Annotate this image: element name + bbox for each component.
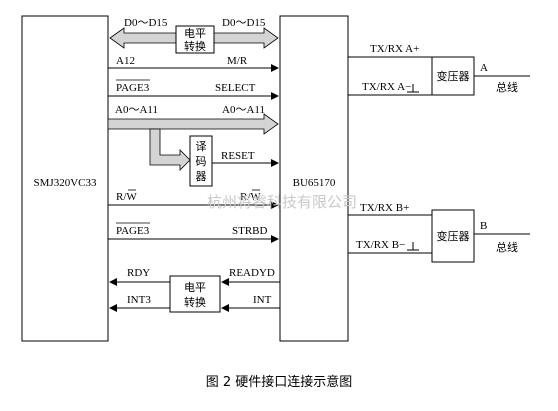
txrx-b-plus-label: TX/RX B+: [360, 202, 409, 214]
transformer-a-label: 变压器: [437, 69, 470, 83]
mr-label: M/R: [227, 55, 248, 67]
level-shift-top-line1: 电平: [184, 27, 206, 40]
rw-label-left: R/W: [116, 191, 137, 203]
readyd-label: READYD: [229, 267, 275, 279]
page3-bottom-label: PAGE3: [116, 225, 150, 237]
address-bus-label-left: A0～A11: [115, 104, 158, 116]
data-bus-label-right: D0～D15: [222, 17, 266, 29]
transformer-b-box: [431, 209, 475, 263]
transformer-b-label: 变压器: [437, 229, 470, 243]
decoder-char-2: 码: [196, 155, 207, 168]
decoder-box: [189, 135, 213, 187]
bu65170-block: [279, 15, 349, 342]
decoder-char-3: 器: [196, 170, 207, 183]
decoder-char-1: 译: [196, 140, 207, 153]
dsp-block: [21, 15, 109, 342]
figure-caption: 图 2 硬件接口连接示意图: [206, 374, 353, 390]
page3-top-label: PAGE3: [116, 82, 150, 94]
rw-label-right: R/W: [240, 191, 261, 203]
txrx-b-minus-label: TX/RX B−: [356, 239, 405, 251]
bus-a-letter: A: [480, 62, 488, 74]
bus-a-name: 总线: [496, 80, 518, 94]
decoder-branch-arrow: [149, 128, 191, 171]
bus-b-name: 总线: [496, 240, 518, 254]
address-bus-label-right: A0～A11: [222, 104, 265, 116]
bu65170-label: BU65170: [293, 177, 336, 189]
level-shift-bottom-line2: 转换: [184, 295, 206, 309]
int3-label: INT3: [127, 294, 151, 306]
int-label: INT: [253, 294, 272, 306]
txrx-a-plus-label: TX/RX A+: [370, 43, 419, 55]
dsp-label: SMJ320VC33: [34, 177, 97, 189]
level-shift-top-line2: 转换: [184, 39, 206, 53]
rdy-label: RDY: [127, 267, 150, 279]
data-bus-label-left: D0～D15: [124, 17, 168, 29]
bus-b-letter: B: [480, 220, 487, 232]
select-label: SELECT: [215, 82, 256, 94]
watermark-text: 杭州将睿科技有限公司: [207, 193, 357, 211]
address-bus-arrow: [107, 113, 279, 135]
reset-label: RESET: [221, 150, 255, 162]
level-shift-top-box: [175, 25, 215, 54]
transformer-a-box: [431, 56, 475, 96]
level-shift-bottom-box: [169, 275, 221, 313]
a12-label: A12: [116, 55, 135, 67]
strbd-label: STRBD: [232, 225, 268, 237]
txrx-a-minus-label: TX/RX A−: [362, 81, 411, 93]
level-shift-bottom-line1: 电平: [184, 281, 206, 294]
